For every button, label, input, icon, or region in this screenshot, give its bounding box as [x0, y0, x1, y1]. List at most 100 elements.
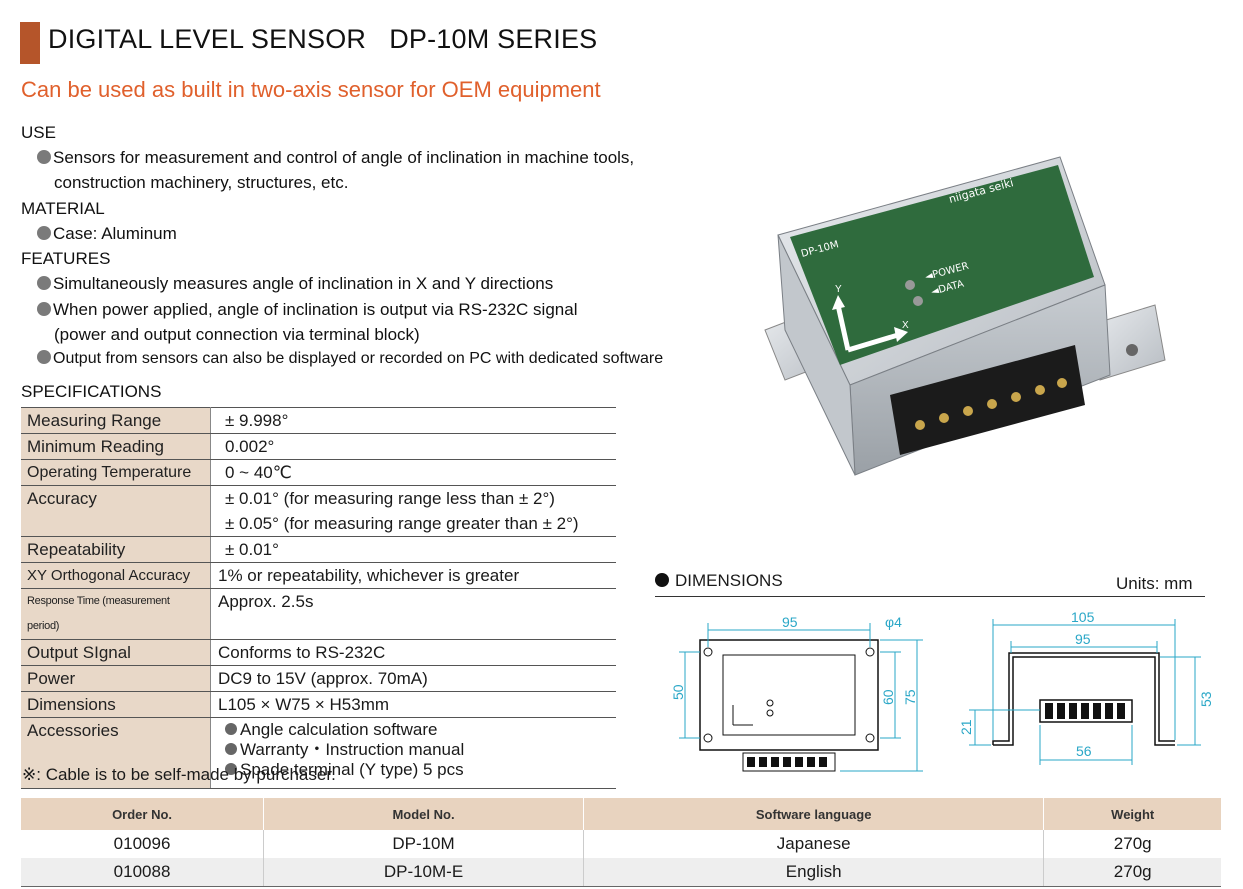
- product-photo: niigata seiki DP-10M ◄POWER ◄DATA Y X: [764, 156, 1166, 476]
- dimensions-heading: DIMENSIONS: [655, 571, 783, 591]
- order-header: Model No.: [263, 798, 584, 830]
- bullet-icon: [37, 226, 51, 240]
- dim-side-terminal: 56: [1076, 743, 1092, 759]
- spec-key: XY Orthogonal Accuracy: [21, 562, 211, 589]
- spec-value: L105 × W75 × H53mm: [210, 691, 616, 718]
- spec-row: Repeatability± 0.01°: [21, 536, 616, 563]
- side-view-drawing: [992, 652, 1175, 746]
- dim-hole: φ4: [885, 614, 902, 630]
- spec-value: Conforms to RS-232C: [210, 639, 616, 666]
- side-view-dim-lines: [969, 619, 1201, 765]
- spec-key: Response Time (measurement period): [21, 588, 211, 640]
- order-cell: 270g: [1113, 834, 1152, 853]
- feature-item-text: Output from sensors can also be displaye…: [53, 350, 664, 367]
- bullet-icon: [225, 763, 237, 775]
- dimensions-rule: [655, 596, 1205, 597]
- order-cell: English: [583, 858, 1045, 887]
- dim-side-outer-width: 105: [1071, 609, 1095, 625]
- spec-value: Angle calculation software Warranty・Inst…: [210, 717, 616, 789]
- order-header: Order No.: [21, 798, 265, 830]
- data-led: [913, 296, 923, 306]
- dim-height-inner: 50: [670, 684, 686, 700]
- spec-value: ± 9.998°: [210, 407, 616, 434]
- feature-item-2-continuation: (power and output connection via termina…: [54, 325, 420, 344]
- case-side: [777, 234, 856, 476]
- dimension-drawings: 95 φ4 50 60 75 105 95 53 21 56: [670, 609, 1214, 772]
- dimensions-heading-text: DIMENSIONS: [675, 571, 783, 590]
- order-cell: 010096: [21, 830, 265, 858]
- use-item-continuation: construction machinery, structures, etc.: [54, 173, 349, 192]
- accuracy-line-2: ± 0.05° (for measuring range greater tha…: [225, 514, 579, 533]
- power-led: [905, 280, 915, 290]
- front-label-panel: [790, 165, 1094, 365]
- feature-item-text: Simultaneously measures angle of inclina…: [53, 274, 554, 293]
- spec-key: Operating Temperature: [21, 459, 211, 486]
- terminal-screws: [915, 378, 1067, 430]
- spec-key: Dimensions: [21, 691, 211, 718]
- accessory-item: Warranty・Instruction manual: [225, 740, 610, 760]
- dim-height-outer: 75: [902, 689, 918, 705]
- spec-row: Accuracy± 0.01° (for measuring range les…: [21, 485, 616, 537]
- units-label: Units: mm: [1116, 574, 1193, 593]
- spec-key: Repeatability: [21, 536, 211, 563]
- order-header: Software language: [583, 798, 1045, 830]
- accessory-text: Warranty・Instruction manual: [240, 740, 465, 759]
- accessory-item: Spade terminal (Y type) 5 pcs: [225, 760, 610, 780]
- order-row: 010096 DP-10M Japanese 270g: [21, 830, 1221, 858]
- material-item: Case: Aluminum: [37, 224, 177, 244]
- bullet-icon: [225, 743, 237, 755]
- axis-y-label: Y: [835, 284, 842, 295]
- accessory-text: Angle calculation software: [240, 720, 438, 739]
- order-row: 010088 DP-10M-E English 270g: [21, 858, 1221, 887]
- top-view-terminals: [747, 757, 827, 767]
- arrow-y-icon: [832, 295, 845, 310]
- features-heading: FEATURES: [21, 249, 111, 268]
- spec-value: 1% or repeatability, whichever is greate…: [210, 562, 616, 589]
- page-subtitle: Can be used as built in two-axis sensor …: [21, 77, 601, 102]
- axis-x-label: X: [902, 320, 909, 331]
- order-cell: DP-10M-E: [263, 858, 584, 887]
- accuracy-line-1: ± 0.01° (for measuring range less than ±…: [225, 489, 555, 508]
- specifications-heading: SPECIFICATIONS: [21, 382, 162, 401]
- material-item-text: Case: Aluminum: [53, 224, 177, 243]
- bullet-icon: [655, 573, 669, 587]
- bullet-icon: [37, 150, 51, 164]
- spec-value: DC9 to 15V (approx. 70mA): [210, 665, 616, 692]
- bullet-icon: [37, 350, 51, 364]
- accessory-text: Spade terminal (Y type) 5 pcs: [240, 760, 464, 779]
- material-heading: MATERIAL: [21, 199, 105, 218]
- dim-side-inner-width: 95: [1075, 631, 1091, 647]
- bullet-icon: [37, 276, 51, 290]
- bullet-icon: [225, 723, 237, 735]
- bullet-icon: [37, 302, 51, 316]
- page-title: DIGITAL LEVEL SENSOR DP-10M SERIES: [48, 24, 598, 54]
- order-header-row: Order No. Model No. Software language We…: [21, 798, 1221, 830]
- spec-row: Measuring Range± 9.998°: [21, 407, 616, 434]
- order-cell: 270g: [1043, 858, 1221, 887]
- accessory-item: Angle calculation software: [225, 720, 610, 740]
- spec-value: 0 ~ 40℃: [210, 459, 616, 486]
- feature-item-3: Output from sensors can also be displaye…: [37, 350, 663, 368]
- spec-key: Minimum Reading: [21, 433, 211, 460]
- spec-row: Accessories Angle calculation software W…: [21, 717, 616, 789]
- spec-row: Response Time (measurement period)Approx…: [21, 588, 616, 640]
- top-view-drawing: [699, 639, 879, 772]
- use-item-text: Sensors for measurement and control of a…: [53, 148, 635, 167]
- dim-top-width: 95: [782, 614, 798, 630]
- spec-value: ± 0.01° (for measuring range less than ±…: [210, 485, 616, 537]
- order-cell: 010088: [21, 858, 265, 887]
- dim-side-base: 21: [958, 719, 974, 735]
- title-accent-bar: [20, 22, 40, 64]
- spec-value: Approx. 2.5s: [210, 588, 616, 640]
- order-cell: DP-10M: [263, 830, 584, 858]
- spec-value: ± 0.01°: [210, 536, 616, 563]
- axis-arrows-icon: [835, 304, 899, 353]
- arrow-x-icon: [894, 327, 908, 342]
- use-heading: USE: [21, 123, 56, 142]
